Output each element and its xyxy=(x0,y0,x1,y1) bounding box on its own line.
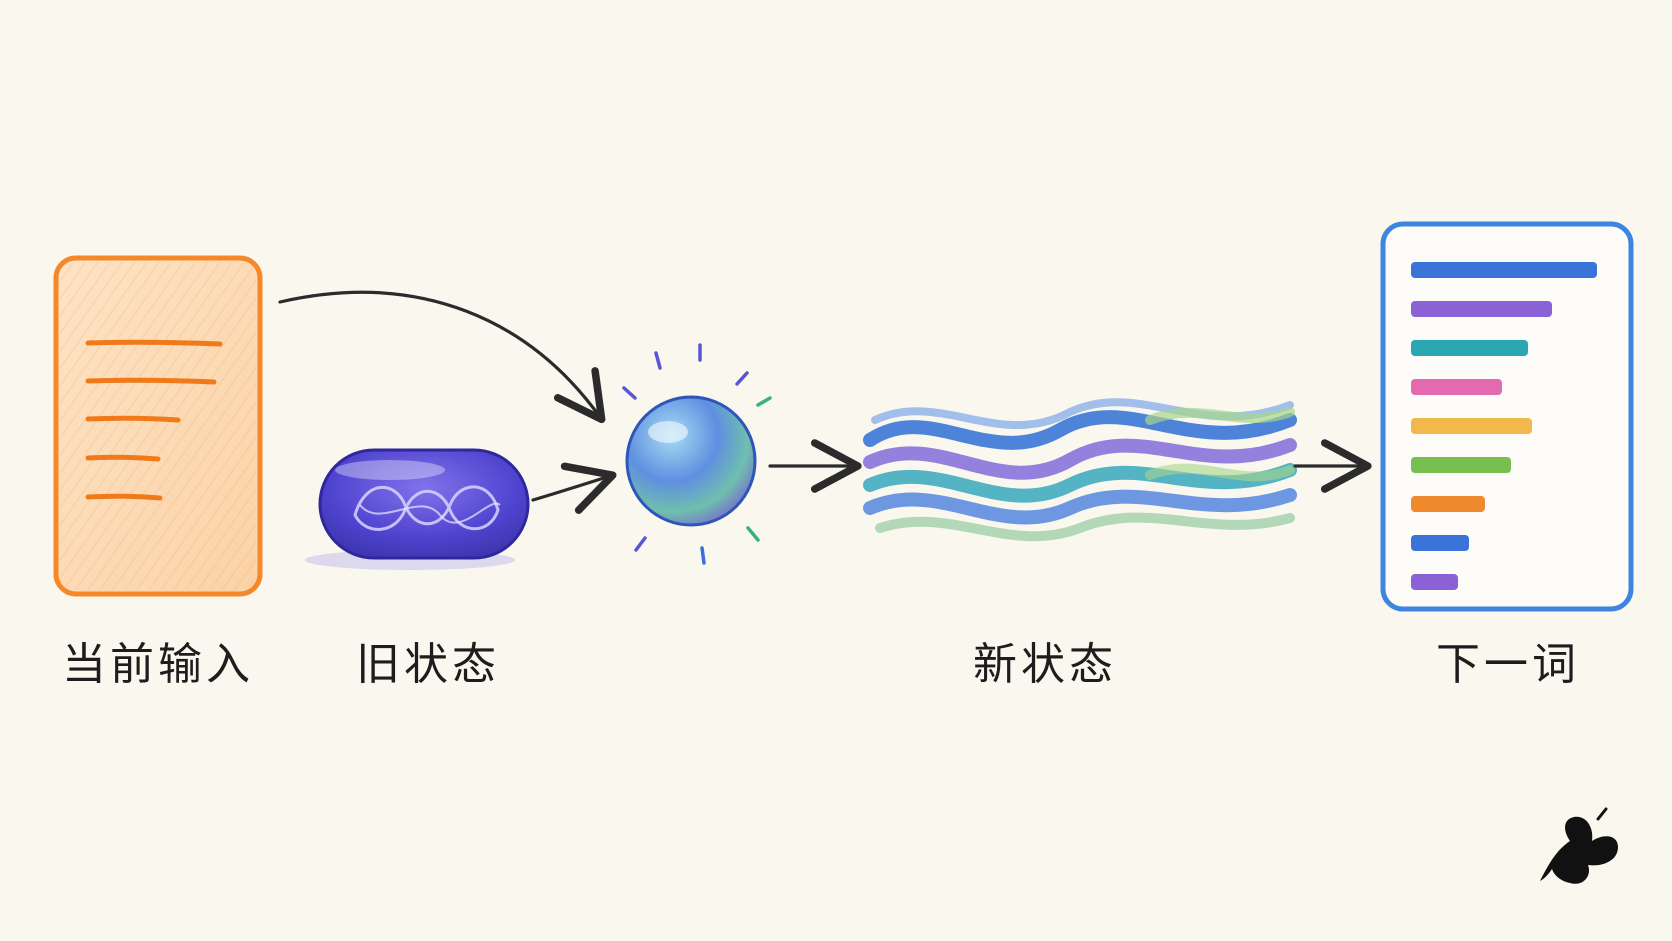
label-current-input: 当前输入 xyxy=(62,639,254,690)
input-text-lines-icon xyxy=(85,339,223,501)
probability-bar xyxy=(1411,457,1511,473)
probability-bar xyxy=(1411,262,1597,278)
sparkle-rays-icon xyxy=(622,343,772,565)
label-new-state: 新状态 xyxy=(973,639,1117,690)
probability-bar xyxy=(1411,379,1502,395)
probability-bar xyxy=(1411,535,1469,551)
new-state-waves xyxy=(863,398,1297,542)
arrow-input-to-sphere xyxy=(278,290,606,424)
next-word-panel xyxy=(1380,221,1634,612)
butterfly-icon xyxy=(1540,807,1618,884)
arrows xyxy=(278,290,1372,514)
arrow-old-state-to-sphere xyxy=(531,462,617,514)
probability-bar xyxy=(1411,574,1458,590)
old-state-capsule xyxy=(305,448,530,570)
probability-bar xyxy=(1411,496,1485,512)
probability-bar xyxy=(1411,301,1552,317)
input-card xyxy=(53,255,263,597)
probability-bar xyxy=(1411,418,1532,434)
combine-sphere xyxy=(622,343,772,565)
knot-icon xyxy=(353,485,500,531)
probability-bar xyxy=(1411,340,1528,356)
label-old-state: 旧状态 xyxy=(356,639,500,690)
label-next-word: 下一词 xyxy=(1436,639,1580,690)
probability-bars xyxy=(1411,262,1597,590)
